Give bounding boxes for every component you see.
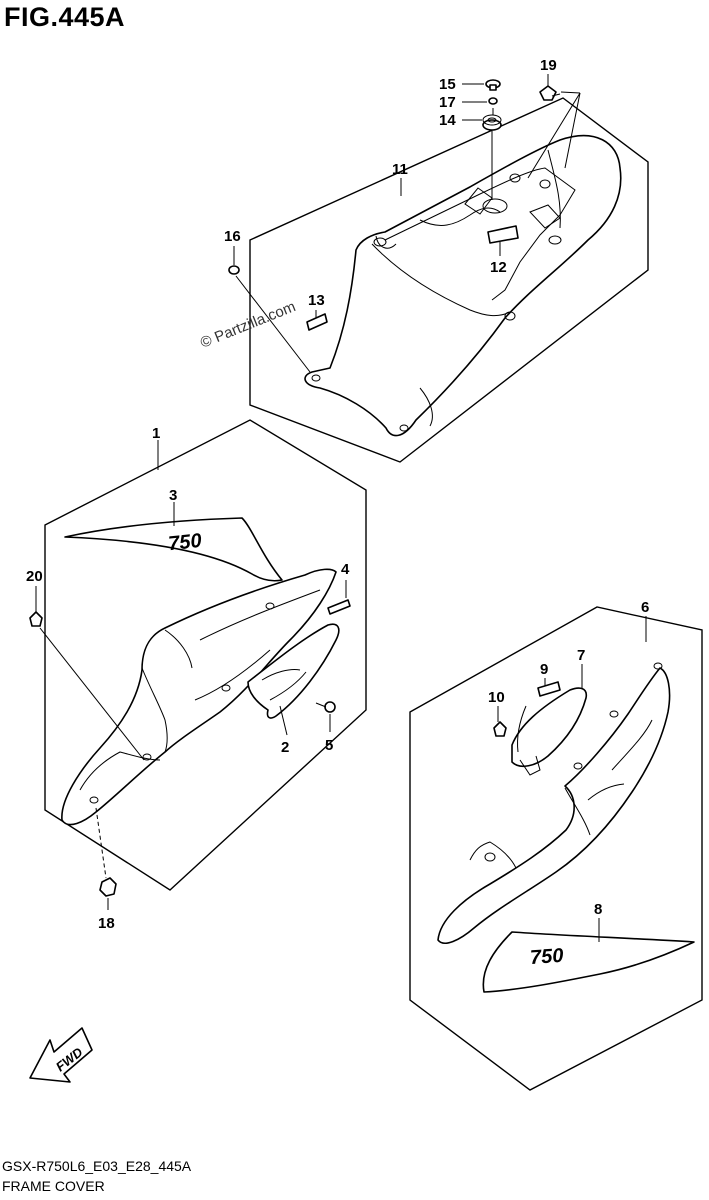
callout-16: 16 <box>224 228 241 245</box>
callout-3: 3 <box>169 487 177 504</box>
screw-10 <box>493 721 507 737</box>
figure-code: GSX-R750L6_E03_E28_445A <box>2 1158 192 1174</box>
nut-16 <box>228 265 240 275</box>
decal-8-text: 750 <box>529 945 564 969</box>
callout-14: 14 <box>439 112 456 129</box>
frame-cover-6-part <box>437 662 671 944</box>
callout-20: 20 <box>26 568 43 585</box>
decal-13 <box>306 313 328 331</box>
decal-9 <box>537 681 561 697</box>
figure-title: FIG.445A <box>4 2 126 32</box>
callout-10: 10 <box>488 689 505 706</box>
callout-13: 13 <box>308 292 325 309</box>
forward-arrow-icon: FWD <box>29 1027 93 1083</box>
nut-18 <box>99 877 117 897</box>
frame-cover-1-part <box>61 568 337 826</box>
callout-19: 19 <box>540 57 557 74</box>
callout-15: 15 <box>439 76 456 93</box>
callout-11: 11 <box>392 161 408 178</box>
screw-5 <box>315 701 336 713</box>
group-box-tail-cover <box>249 97 649 463</box>
callout-5: 5 <box>325 737 333 754</box>
callout-8: 8 <box>594 901 602 918</box>
figure-caption: FRAME COVER <box>2 1178 105 1194</box>
decal-3: 750 <box>64 517 283 582</box>
callout-7: 7 <box>577 647 585 664</box>
decal-3-text: 750 <box>167 530 202 555</box>
tail-cover-part <box>304 135 622 437</box>
callout-12: 12 <box>490 259 507 276</box>
screw-20 <box>29 611 43 627</box>
decal-4 <box>327 599 351 615</box>
group-box-frame-cover-6 <box>409 606 703 1091</box>
decal-8: 750 <box>482 931 695 993</box>
bolt-15 <box>485 79 501 91</box>
callout-9: 9 <box>540 661 548 678</box>
inner-cover-7-part <box>511 687 588 776</box>
washer-17 <box>488 97 498 105</box>
callout-6: 6 <box>641 599 649 616</box>
bolt-19 <box>539 85 561 101</box>
callout-4: 4 <box>341 561 350 578</box>
decal-12 <box>487 225 519 244</box>
callout-17: 17 <box>439 94 456 111</box>
callout-1: 1 <box>152 425 160 442</box>
group-box-frame-cover-1 <box>44 419 367 891</box>
grommet-14 <box>482 114 502 131</box>
callout-18: 18 <box>98 915 115 932</box>
inner-cover-2-part <box>247 623 340 719</box>
callout-2: 2 <box>281 739 289 756</box>
